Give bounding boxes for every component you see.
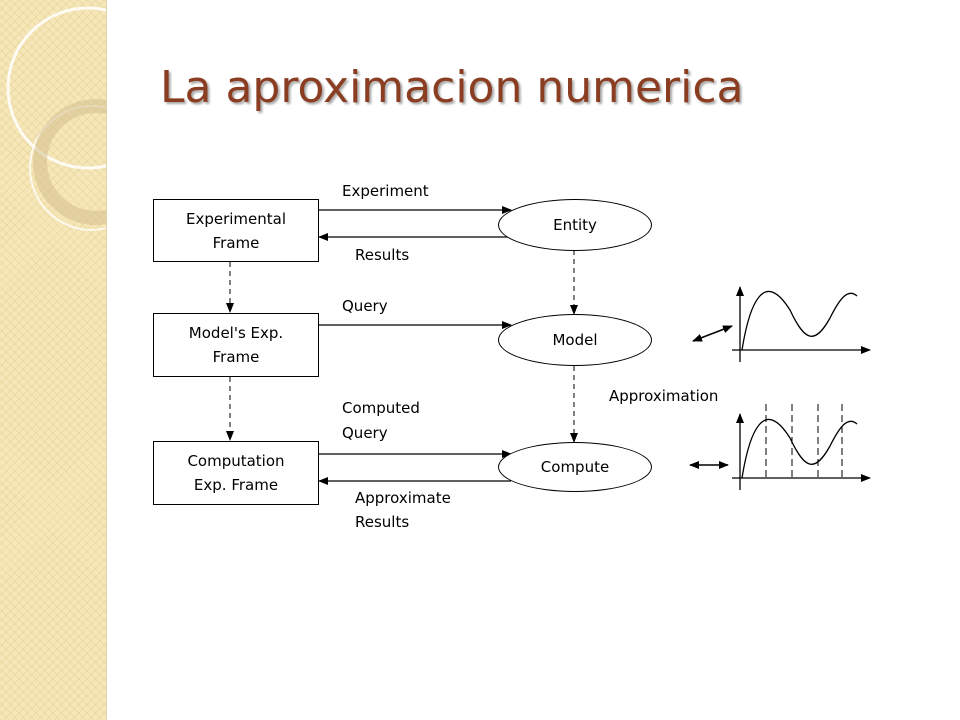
computed-query-label-line2: Query: [342, 424, 388, 442]
models-exp-frame-line1: Model's Exp.: [188, 324, 284, 342]
entity-label: Entity: [553, 216, 597, 234]
model-label: Model: [552, 331, 598, 349]
decorative-sidebar: [0, 0, 107, 720]
models-exp-frame-label: Model's Exp. Frame: [189, 321, 283, 369]
computation-exp-frame-box: Computation Exp. Frame: [153, 441, 319, 505]
compute-label: Compute: [540, 458, 610, 476]
slide-title: La aproximacion numerica: [160, 62, 744, 113]
experimental-frame-line2: Frame: [212, 233, 260, 252]
results-label: Results: [355, 246, 410, 264]
computation-exp-frame-line2: Exp. Frame: [193, 476, 279, 494]
approximation-label: Approximation: [609, 387, 719, 405]
approximate-results-label-line1: Approximate: [355, 489, 451, 507]
experimental-frame-line1: Experimental: [185, 209, 287, 228]
discretized-curve-plot: [732, 404, 871, 490]
models-exp-frame-box: Model's Exp. Frame: [153, 313, 319, 377]
experimental-frame-label: Experimental Frame: [186, 207, 286, 255]
computation-exp-frame-line1: Computation: [187, 452, 285, 470]
approximate-results-label-line2: Results: [355, 513, 410, 531]
decorative-rings-icon: [6, 6, 106, 231]
entity-ellipse: Entity: [498, 199, 652, 251]
computed-query-label-line1: Computed: [342, 399, 420, 417]
compute-ellipse: Compute: [498, 442, 652, 492]
experiment-label: Experiment: [342, 182, 429, 200]
continuous-curve-plot: [732, 286, 871, 362]
experimental-frame-box: Experimental Frame: [153, 199, 319, 262]
query-label: Query: [342, 297, 388, 315]
models-exp-frame-line2: Frame: [212, 348, 260, 366]
model-ellipse: Model: [498, 314, 652, 366]
computation-exp-frame-label: Computation Exp. Frame: [187, 449, 284, 497]
model-plot-double-arrow: [692, 325, 733, 342]
